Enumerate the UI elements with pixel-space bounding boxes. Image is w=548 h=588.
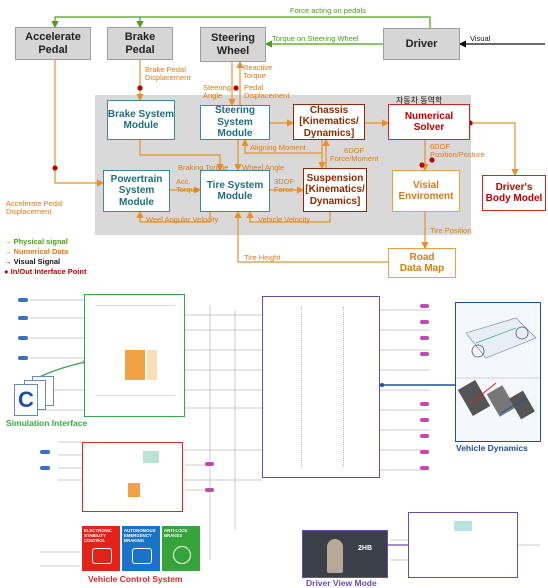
legend-arrow-numerical: →	[4, 247, 14, 256]
visual-environment-box: Visial Enviroment	[392, 170, 460, 212]
connection-lines	[51, 16, 545, 263]
vehicle-control-system-block[interactable]	[82, 442, 183, 512]
outport	[420, 418, 429, 422]
outport	[420, 434, 429, 438]
simulation-model-screenshot: C Simulation Interface Vehicle Dynamics	[0, 290, 548, 588]
outport	[205, 488, 214, 492]
label-reactive-torque: Reactive Torque	[243, 63, 273, 80]
file-icon: C	[14, 384, 38, 416]
esc-car-icon	[92, 548, 112, 564]
label-vehicle-velocity: Vehicle Velocity	[258, 215, 311, 224]
inport	[40, 466, 50, 470]
driver-view-brand: 2HB	[358, 545, 373, 552]
outport	[420, 402, 429, 406]
vehicle-model-drawing	[456, 317, 540, 420]
brake-system-module-box: Brake System Module	[107, 100, 175, 140]
simulation-interface-caption: Simulation Interface	[6, 418, 88, 428]
driver-figure	[327, 539, 343, 573]
drivers-body-model-box: Driver's Body Model	[482, 175, 546, 211]
file-icon-letter: C	[18, 387, 34, 412]
steering-system-module-box: Steering System Module	[200, 105, 270, 140]
simulation-interface-block[interactable]	[84, 294, 185, 417]
accelerate-pedal-box: Accelerate Pedal	[15, 27, 91, 60]
label-braking-torque: Braking Torque	[178, 163, 229, 172]
legend-physical-signal: Physical signal	[13, 237, 68, 246]
label-force-on-pedals: Force acting on pedals	[290, 6, 366, 15]
aeb-car-icon	[132, 548, 152, 564]
driver-view-image: 2HB	[302, 530, 388, 578]
label-6dof-force-moment: 6DOF Force/Moment	[330, 146, 379, 163]
legend-arrow-physical: →	[4, 237, 14, 246]
legend-interface-point: In/Out Interface Point	[10, 267, 87, 276]
label-brake-pedal-displacement: Brake Pedal Displacement	[145, 65, 191, 82]
interface-subblock	[125, 350, 145, 380]
driver-view-mode-caption: Driver View Mode	[306, 578, 377, 588]
control-subblock-2	[128, 483, 140, 497]
signal-wires	[29, 299, 540, 567]
legend-arrow-visual: →	[4, 257, 14, 266]
steering-wheel-box: Steering Wheel	[200, 27, 266, 62]
label-acc-torque: Acc. Torque	[176, 177, 199, 194]
panel-title: 자동차 동역학	[396, 96, 443, 105]
control-subblock	[143, 451, 159, 463]
legend-visual-signal: Visual Signal	[13, 257, 61, 266]
label-pedal-displacement: Pedal Displacement	[244, 83, 290, 100]
road-data-map-box: Road Data Map	[388, 248, 456, 278]
outport	[420, 352, 429, 356]
inport	[40, 450, 50, 454]
inport	[18, 316, 28, 320]
suspension-box: Suspension [Kinematics/ Dynamics]	[303, 168, 367, 212]
label-accelerate-pedal-displacement: Accelerate Pedal Displacement	[6, 199, 63, 216]
outport	[420, 466, 429, 470]
outport	[205, 462, 214, 466]
file-icons: C	[14, 376, 74, 416]
inport	[18, 336, 28, 340]
tile-aeb: AUTONOMOUS EMERGENCY BRAKING	[122, 526, 160, 571]
inport	[18, 356, 28, 360]
label-aligning-moment: Aligning Moment	[250, 143, 306, 152]
legend-numerical-data: Numerical Data	[13, 247, 69, 256]
powertrain-system-module-box: Powertrain System Module	[103, 170, 170, 212]
interface-subblock-2	[147, 350, 157, 380]
view-subblock	[454, 521, 472, 531]
outport	[420, 336, 429, 340]
vehicle-dynamics-caption: Vehicle Dynamics	[456, 443, 528, 453]
vehicle-dynamics-central-block[interactable]	[262, 296, 380, 478]
chassis-box: Chassis [Kinematics/ Dynamics]	[293, 104, 365, 140]
tile-abs: ANTI-LOCK BRAKES	[162, 526, 200, 571]
label-3dof-force: 3DOF Force	[274, 177, 295, 194]
numerical-solver-box: Numerical Solver	[388, 104, 470, 140]
label-wheel-angle: Wheel Angle	[242, 163, 285, 172]
abs-warning-icon	[173, 546, 191, 564]
vehicle-dynamics-image	[455, 302, 541, 442]
brake-pedal-box: Brake Pedal	[107, 27, 173, 60]
vehicle-control-system-caption: Vehicle Control System	[88, 574, 183, 584]
system-architecture-diagram: 자동차 동역학	[0, 0, 548, 280]
driver-view-model-block[interactable]	[408, 512, 518, 578]
tile-esc: ELECTRONIC STABILITY CONTROL	[82, 526, 120, 571]
tire-system-module-box: Tire System Module	[200, 170, 270, 212]
label-visual: Visual	[470, 34, 491, 43]
label-steering-angle: Steering Angle	[203, 83, 231, 100]
driver-box: Driver	[383, 28, 460, 60]
label-tire-position: Tire Position	[430, 226, 472, 235]
outport	[420, 320, 429, 324]
label-6dof-position-posture: 6DOF Position/Posture	[430, 142, 485, 159]
label-weel-angular-velocity: Weel Angular Velocity	[146, 215, 219, 224]
label-tire-height: Tire Height	[244, 253, 281, 262]
legend-dot-icon: ●	[4, 267, 11, 276]
inport	[18, 298, 28, 302]
outport	[420, 450, 429, 454]
label-torque-on-wheel: Torque on Steering Wheel	[272, 34, 359, 43]
outport	[420, 304, 429, 308]
